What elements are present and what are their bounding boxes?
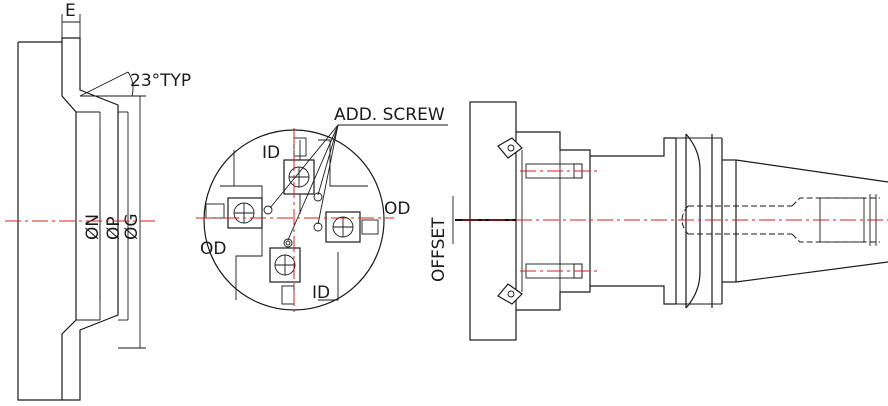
id-top-label: ID (262, 143, 280, 163)
angle-label: 23°TYP (130, 71, 191, 91)
taper-top (735, 159, 888, 183)
face-view: ADD. SCREW ID OD OD ID (196, 105, 448, 312)
od-left-label: OD (200, 239, 226, 259)
offset-label: OFFSET (429, 217, 449, 282)
collar-groove (685, 133, 701, 309)
add-screw-point (285, 240, 291, 246)
cross-section-view: E 23°TYP ØN ØP ØG (5, 1, 191, 401)
add-screw-label: ADD. SCREW (334, 105, 445, 125)
body-outline-bottom (516, 285, 676, 311)
insert-right-tip (361, 219, 379, 235)
groove-profile (61, 42, 77, 400)
recess-top-right (318, 139, 368, 187)
pull-stud-top (791, 197, 880, 207)
id-bottom-label: ID (312, 283, 330, 303)
angle-leader (79, 71, 129, 97)
side-insert-bottom-hole (507, 290, 515, 298)
insert-bottom-pin (283, 238, 293, 248)
e-label: E (65, 1, 76, 21)
recess-left (220, 185, 263, 300)
bore-end (681, 205, 689, 235)
side-insert-bottom (497, 283, 523, 305)
insert-top-pin (313, 192, 323, 202)
taper-bottom (735, 261, 888, 283)
p-label: ØP (104, 216, 124, 240)
pull-stud-bottom (791, 233, 880, 243)
insert-right-pin (313, 222, 323, 232)
recess-bottom-right (318, 252, 339, 301)
od-right-label: OD (384, 199, 410, 219)
cross-section-outline (17, 37, 119, 401)
side-insert-top (497, 137, 523, 159)
insert-left-pin (263, 205, 273, 215)
angle-arc (127, 71, 134, 97)
side-view: OFFSET (429, 101, 888, 341)
add-screw-leader-3 (269, 124, 339, 209)
insert-bottom-tip (281, 285, 295, 305)
add-screw-leader-4 (317, 124, 339, 225)
body-outline-top (516, 131, 676, 157)
n-label: ØN (83, 214, 103, 240)
insert-left-tip (205, 203, 225, 219)
add-screw-leader-2 (317, 124, 339, 196)
insert-top-tip (293, 137, 307, 157)
g-label: ØG (122, 213, 142, 240)
side-insert-top-hole (507, 144, 515, 152)
add-screw-leader-1 (287, 124, 339, 241)
